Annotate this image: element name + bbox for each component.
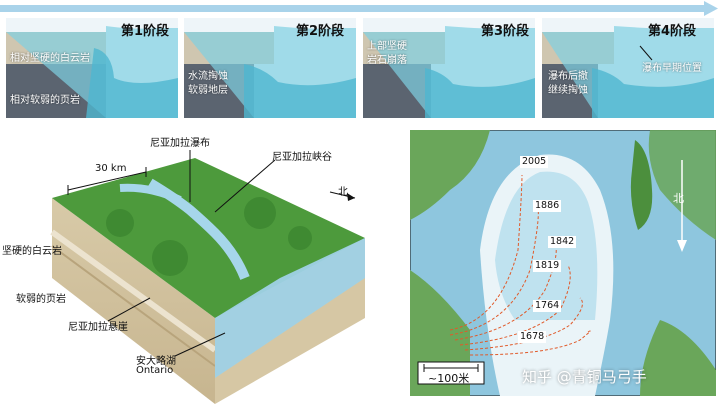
stage-3-title: 第3阶段 — [481, 24, 530, 39]
niagara-block-diagram — [50, 150, 365, 404]
stage-4-label-line2: 继续掏蚀 — [548, 85, 588, 96]
timeline-arrow — [0, 1, 718, 16]
year-label-1678: 1678 — [518, 331, 547, 343]
year-label-1842: 1842 — [548, 236, 577, 248]
label-lake-ontario-en: Ontario — [136, 365, 174, 376]
stage-2-title: 第2阶段 — [296, 24, 345, 39]
year-label-2005: 2005 — [520, 156, 549, 168]
stage-4-label-early-falls: 瀑布早期位置 — [642, 63, 702, 74]
year-label-1764: 1764 — [533, 300, 562, 312]
label-dolomite: 坚硬的白云岩 — [2, 246, 62, 257]
recession-map — [410, 130, 716, 396]
year-label-1886: 1886 — [533, 200, 562, 212]
stage-3-label-line2: 岩石崩落 — [367, 55, 407, 66]
stage-2-panel: 第2阶段 水流掏蚀 软弱地层 — [184, 18, 356, 118]
label-scale: 30 km — [95, 163, 127, 174]
stage-1-panel: 第1阶段 相对坚硬的白云岩 相对软弱的页岩 — [6, 18, 178, 118]
map-scale-label: ~100米 — [428, 372, 470, 385]
stage-4-title: 第4阶段 — [648, 24, 697, 39]
label-niagara-falls: 尼亚加拉瀑布 — [150, 138, 210, 149]
stage-4-label-line1: 瀑布后撤 — [548, 71, 588, 82]
label-lake-ontario-cn: 安大略湖 — [136, 356, 176, 367]
label-north: 北 — [338, 187, 348, 198]
label-shale: 软弱的页岩 — [16, 294, 66, 305]
stage-1-label-shale: 相对软弱的页岩 — [10, 95, 80, 106]
year-label-1819: 1819 — [533, 260, 562, 272]
stage-3-panel: 第3阶段 上部坚硬 岩石崩落 — [363, 18, 535, 118]
map-north-label: 北 — [673, 192, 684, 205]
watermark: 知乎 @青铜马弓手 — [522, 368, 647, 386]
stage-2-label-line1: 水流掏蚀 — [188, 71, 228, 82]
label-niagara-gorge: 尼亚加拉峡谷 — [272, 152, 332, 163]
stage-2-label-line2: 软弱地层 — [188, 85, 228, 96]
stage-1-label-dolomite: 相对坚硬的白云岩 — [10, 53, 90, 64]
stage-1-title: 第1阶段 — [121, 24, 170, 39]
label-escarpment: 尼亚加拉悬崖 — [68, 322, 128, 333]
stage-4-panel: 第4阶段 瀑布后撤 继续掏蚀 瀑布早期位置 — [542, 18, 714, 118]
stage-3-label-line1: 上部坚硬 — [367, 41, 407, 52]
